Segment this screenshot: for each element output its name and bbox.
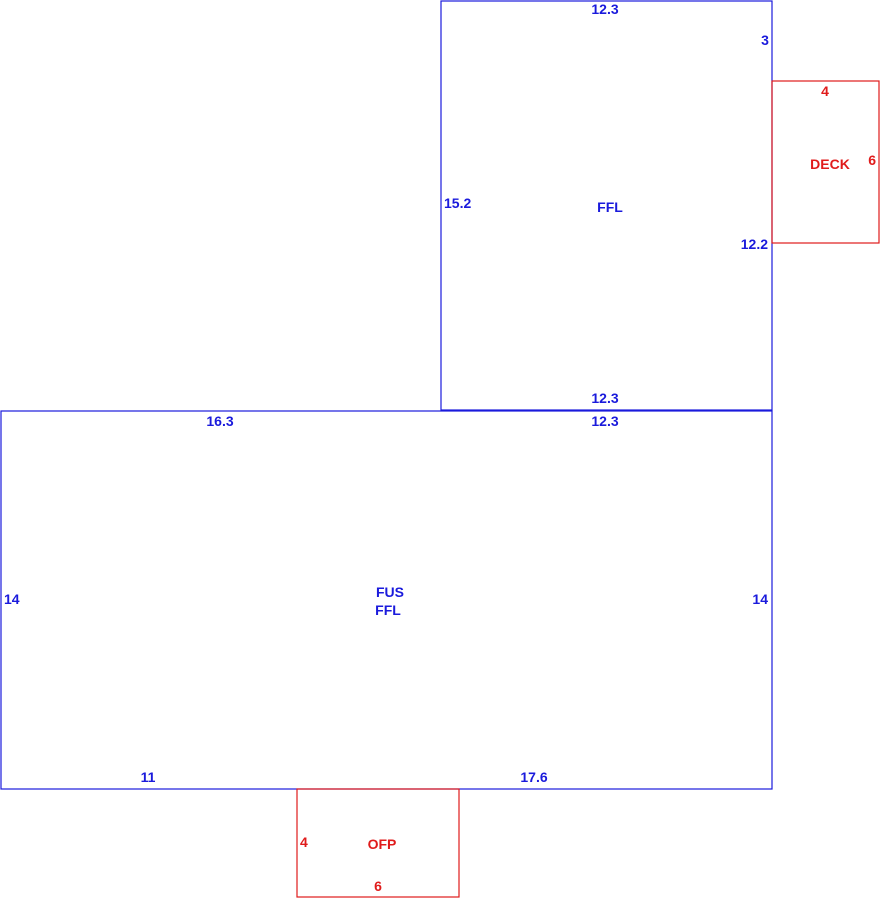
upper-room-top-right-dimension: 3 [761, 32, 769, 48]
upper-room-label: FFL [597, 199, 623, 215]
ofp-outline [296, 788, 460, 898]
upper-room[interactable]: 12.3 3 15.2 FFL 12.2 12.3 [440, 0, 773, 411]
main-area-bottom-left-dimension: 11 [141, 769, 156, 785]
ofp[interactable]: 4 OFP 6 [296, 788, 460, 898]
ofp-left-dimension: 4 [300, 834, 308, 850]
main-area-left-dimension: 14 [4, 591, 20, 607]
main-area-outline [0, 410, 773, 790]
deck[interactable]: 4 DECK 6 [771, 80, 880, 244]
upper-room-bottom-dimension: 12.3 [591, 390, 618, 406]
main-area-label-line1: FUS [376, 584, 404, 600]
ofp-bottom-dimension: 6 [374, 878, 382, 894]
deck-label: DECK [810, 156, 850, 172]
main-area-top-left-dimension: 16.3 [206, 413, 233, 429]
main-area[interactable]: 16.3 12.3 14 FUS FFL 14 11 17.6 [0, 410, 773, 790]
deck-outline [771, 80, 880, 244]
main-area-top-right-dimension: 12.3 [591, 413, 618, 429]
main-area-bottom-right-dimension: 17.6 [520, 769, 547, 785]
main-area-label-line2: FFL [375, 602, 401, 618]
upper-room-left-dimension: 15.2 [444, 195, 471, 211]
upper-room-top-dimension: 12.3 [591, 1, 618, 17]
deck-right-dimension: 6 [868, 152, 876, 168]
ofp-label: OFP [368, 836, 397, 852]
main-area-right-dimension: 14 [752, 591, 768, 607]
deck-top-dimension: 4 [821, 83, 829, 99]
upper-room-right-dimension: 12.2 [741, 236, 768, 252]
